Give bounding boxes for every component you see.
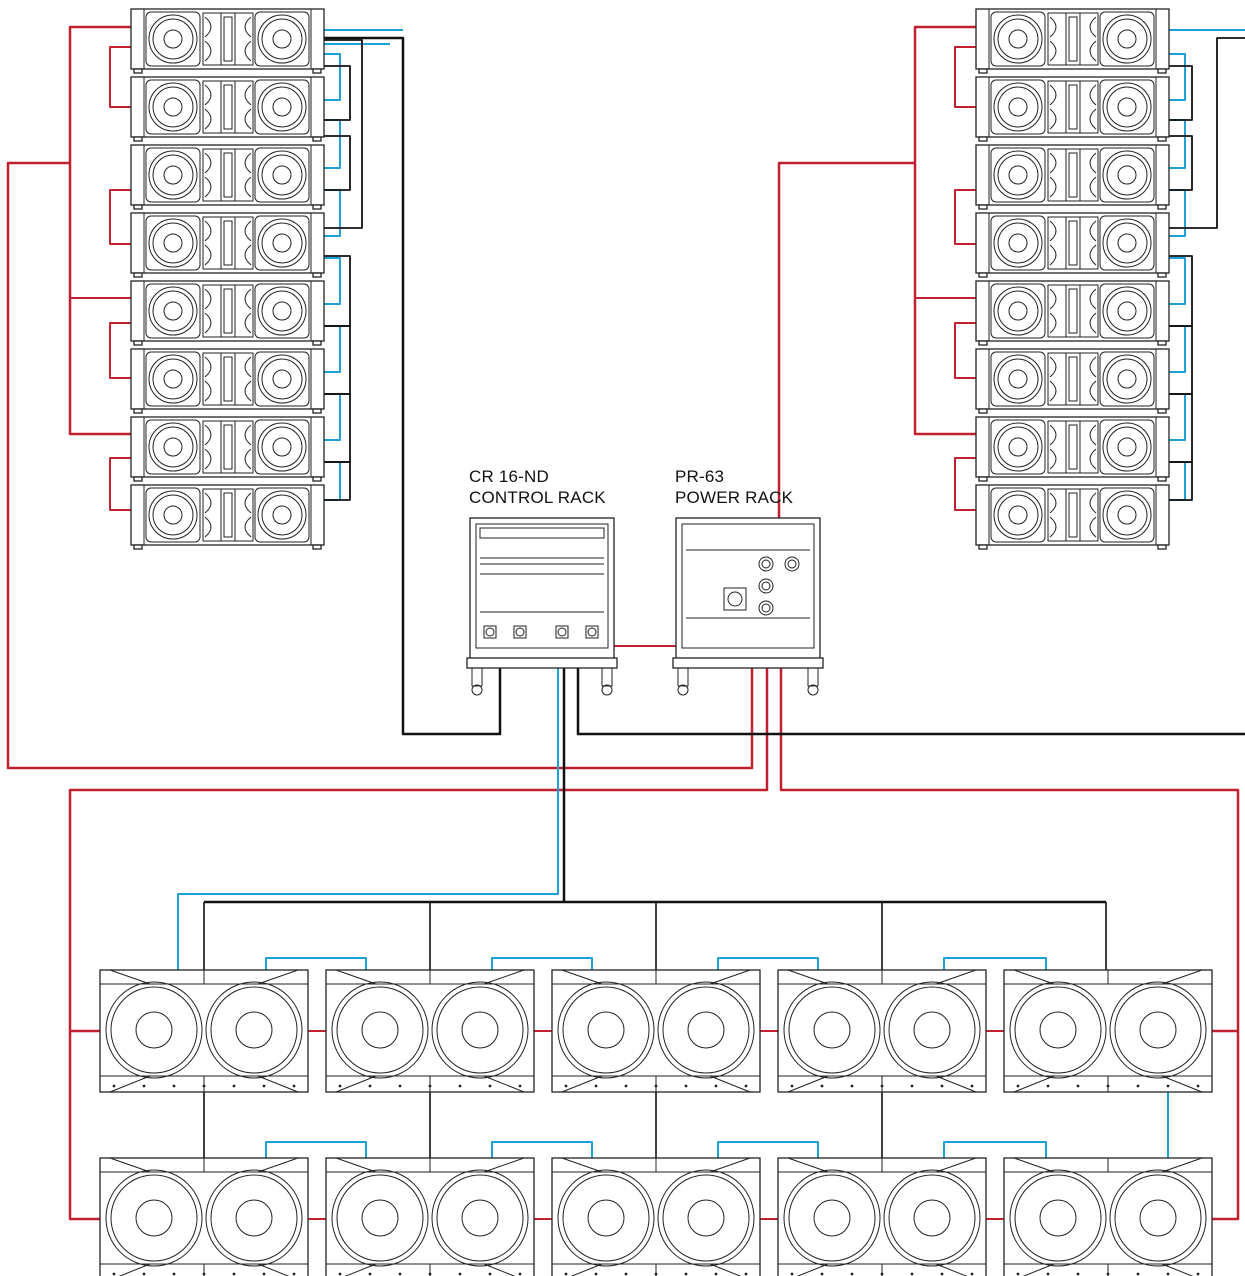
right-array-signal-link — [1169, 189, 1186, 237]
left-array-signal-input — [324, 29, 403, 45]
right-line-array — [975, 8, 1170, 550]
left-array-control-link — [324, 65, 351, 121]
right-array-control-link — [1169, 255, 1193, 327]
left-line-array — [130, 8, 325, 550]
power-rack-icon — [672, 517, 824, 696]
subwoofer-cabinet-icon — [777, 969, 987, 1093]
power-rack-model: PR-63 — [675, 467, 725, 486]
line-array-cabinet-icon — [130, 8, 325, 74]
sub-signal-link — [717, 957, 819, 970]
subwoofer-cabinet-icon — [551, 969, 761, 1093]
left-array-signal-link — [324, 325, 341, 373]
sub-control-trunk — [204, 668, 1106, 904]
line-array-cabinet-icon — [130, 416, 325, 482]
line-array-cabinet-icon — [975, 8, 1170, 74]
sub-signal-link — [265, 1141, 367, 1158]
right-array-control-link — [1169, 135, 1193, 191]
sub-left-power-cable — [68, 668, 769, 1221]
subwoofer-cabinet-icon — [551, 1157, 761, 1276]
line-array-cabinet-icon — [975, 348, 1170, 414]
left-array-control-link — [324, 255, 351, 327]
subwoofer-cabinet-icon — [99, 1157, 309, 1276]
subwoofer-cabinet-icon — [325, 1157, 535, 1276]
subwoofer-cabinet-icon — [1003, 969, 1213, 1093]
left-array-control-link — [324, 393, 351, 463]
sub-signal-link — [491, 1141, 593, 1158]
sub-right-power-cable — [779, 668, 1240, 1221]
left-array-control-link — [324, 325, 351, 395]
right-array-signal-link — [1169, 53, 1186, 101]
left-array-control-cable — [324, 36, 502, 736]
line-array-cabinet-icon — [130, 484, 325, 550]
line-array-cabinet-icon — [130, 144, 325, 210]
left-array-control-branch — [324, 39, 363, 229]
power-rack-label: PR-63 POWER RACK — [675, 466, 793, 508]
left-array-control-link — [324, 135, 351, 191]
power-rack-name: POWER RACK — [675, 488, 794, 507]
subwoofer-cabinet-icon — [99, 969, 309, 1093]
right-array-power-cable — [777, 25, 976, 518]
line-array-cabinet-icon — [975, 484, 1170, 550]
sub-signal-link — [943, 957, 1047, 970]
right-array-control-link — [1169, 325, 1193, 395]
right-array-control-branch — [1169, 37, 1245, 229]
right-array-signal-link — [1169, 119, 1186, 169]
subwoofer-array — [99, 969, 1213, 1276]
sub-signal-feed — [177, 668, 559, 970]
line-array-cabinet-icon — [975, 416, 1170, 482]
left-array-signal-link — [324, 119, 341, 169]
line-array-cabinet-icon — [130, 280, 325, 346]
line-array-cabinet-icon — [975, 76, 1170, 142]
sub-signal-link — [491, 957, 593, 970]
subwoofer-cabinet-icon — [325, 969, 535, 1093]
sub-signal-link — [717, 1141, 819, 1158]
subwoofer-cabinet-icon — [777, 1157, 987, 1276]
left-array-signal-link — [324, 189, 341, 237]
right-array-control-cable — [576, 668, 1245, 736]
left-array-control-link — [324, 461, 351, 501]
control-rack-icon — [466, 517, 618, 696]
left-array-power-cable — [6, 25, 754, 770]
line-array-cabinet-icon — [130, 348, 325, 414]
cables — [6, 25, 1245, 1221]
left-array-signal-link — [324, 53, 341, 101]
left-array-signal-link — [324, 461, 341, 501]
right-array-control-link — [1169, 393, 1193, 463]
left-array-power-links — [109, 46, 131, 511]
sub-signal-link — [265, 957, 367, 970]
left-array-signal-link — [324, 393, 341, 441]
control-rack-model: CR 16-ND — [469, 467, 550, 486]
right-array-control-link — [1169, 65, 1193, 121]
line-array-cabinet-icon — [130, 212, 325, 278]
right-array-signal-link — [1169, 325, 1186, 373]
control-rack-label: CR 16-ND CONTROL RACK — [469, 466, 606, 508]
line-array-cabinet-icon — [130, 76, 325, 142]
right-array-signal-link — [1169, 461, 1186, 501]
right-array-control-link — [1169, 461, 1193, 501]
racks — [466, 517, 824, 696]
right-array-signal-link — [1169, 393, 1186, 441]
left-array-signal-link — [324, 257, 341, 305]
right-array-signal-link — [1169, 257, 1186, 305]
sub-signal-link — [943, 1141, 1047, 1158]
right-array-power-links — [954, 46, 976, 511]
line-array-cabinet-icon — [975, 280, 1170, 346]
line-array-cabinet-icon — [975, 144, 1170, 210]
subwoofer-cabinet-icon — [1003, 1157, 1213, 1276]
control-rack-name: CONTROL RACK — [469, 488, 606, 507]
line-array-cabinet-icon — [975, 212, 1170, 278]
